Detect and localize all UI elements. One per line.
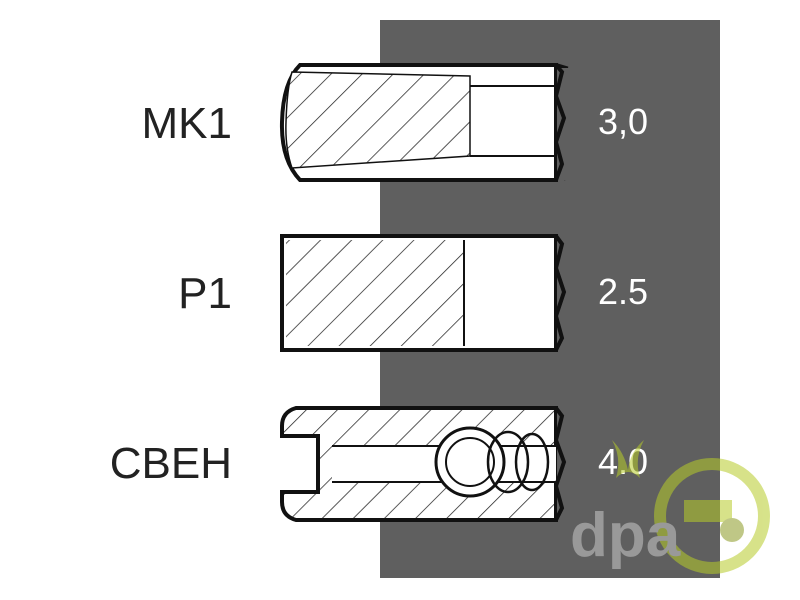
ring-cbeh-profile <box>280 406 571 522</box>
ring-mk1-profile <box>279 63 571 182</box>
tractor-logo-icon <box>654 458 770 574</box>
ring-p1-profile <box>280 234 571 352</box>
watermark: dpa <box>570 440 770 574</box>
ring-label-cbeh: CBEH <box>110 439 232 488</box>
ring-label-p1: P1 <box>178 269 232 318</box>
ring-value-mk1: 3,0 <box>598 101 648 142</box>
watermark-text: dpa <box>570 501 681 570</box>
ring-value-p1: 2.5 <box>598 271 648 312</box>
ring-label-mk1: MK1 <box>142 99 232 148</box>
